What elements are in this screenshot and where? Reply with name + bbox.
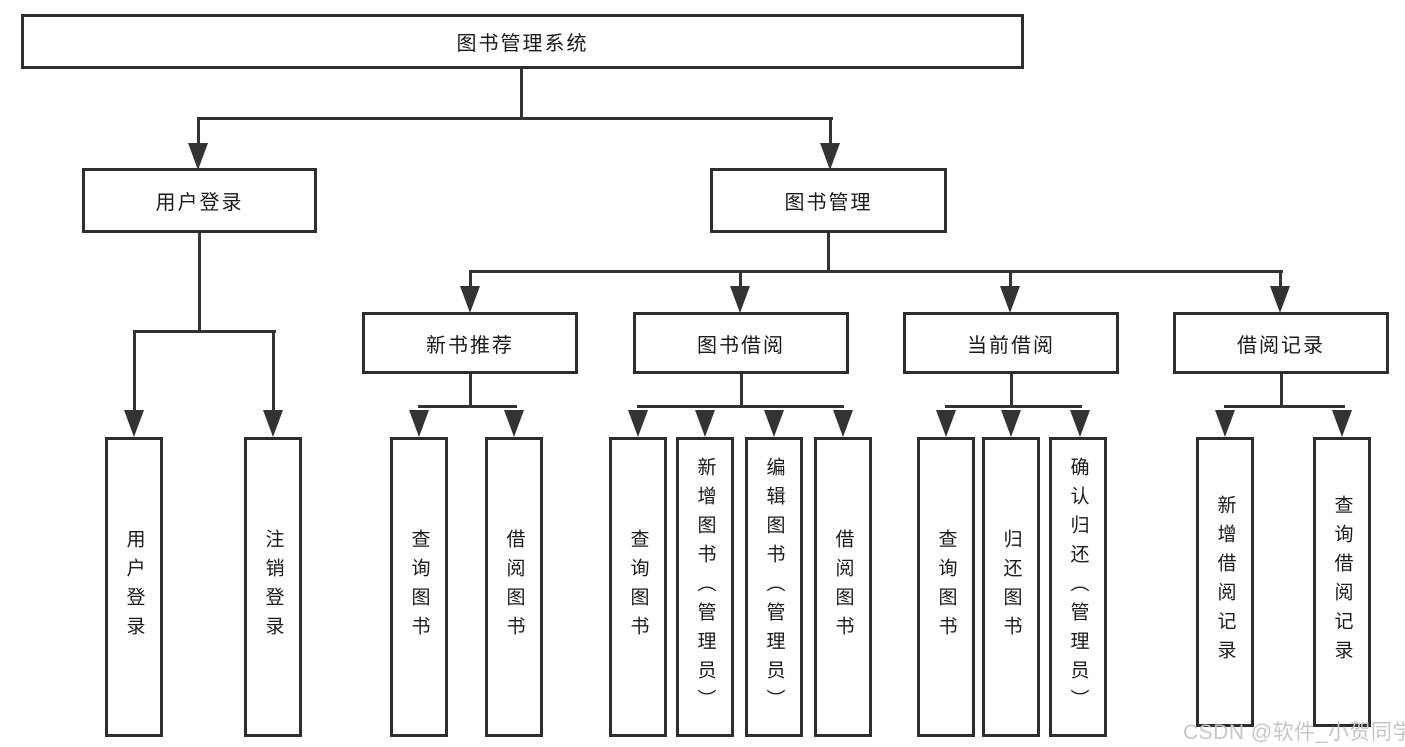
connector-line	[1279, 270, 1282, 290]
leaf-add-book-admin-label: 新增图书（管理员）	[694, 456, 716, 718]
connector-line	[133, 330, 136, 410]
leaf-user-login: 用户登录	[105, 437, 163, 737]
connector-line	[829, 117, 832, 147]
connector-line	[1010, 374, 1013, 408]
connector-line	[1280, 374, 1283, 408]
leaf-add-borrow-record-label: 新增借阅记录	[1214, 495, 1236, 669]
connector-line	[469, 270, 472, 290]
arrow-down-icon	[820, 143, 840, 170]
leaf-query-borrow-record-label: 查询借阅记录	[1331, 495, 1353, 669]
arrow-down-icon	[936, 410, 956, 437]
leaf-return-book-label: 归还图书	[1000, 529, 1022, 645]
leaf-query-borrow-record: 查询借阅记录	[1313, 437, 1371, 727]
node-user-login: 用户登录	[82, 168, 317, 233]
arrow-down-icon	[460, 286, 480, 313]
node-book-management-label: 图书管理	[784, 192, 873, 214]
leaf-borrow-book-recommend: 借阅图书	[485, 437, 543, 737]
arrow-down-icon	[764, 410, 784, 437]
arrow-down-icon	[124, 410, 144, 437]
leaf-confirm-return-admin-label: 确认归还（管理员）	[1067, 456, 1089, 718]
connector-line	[197, 117, 200, 147]
arrow-down-icon	[188, 143, 208, 170]
leaf-confirm-return-admin: 确认归还（管理员）	[1049, 437, 1107, 737]
arrow-down-icon	[1001, 410, 1021, 437]
connector-line	[1224, 405, 1345, 408]
node-current-borrow: 当前借阅	[903, 312, 1119, 374]
connector-line	[469, 374, 472, 408]
arrow-down-icon	[263, 410, 283, 437]
leaf-query-book-current: 查询图书	[917, 437, 975, 737]
connector-line	[520, 69, 523, 118]
leaf-user-login-label: 用户登录	[123, 529, 145, 645]
node-new-book-recommend-label: 新书推荐	[426, 334, 514, 357]
arrow-down-icon	[833, 410, 853, 437]
arrow-down-icon	[1332, 410, 1352, 437]
leaf-query-book-current-label: 查询图书	[935, 529, 957, 645]
node-root-label: 图书管理系统	[456, 33, 589, 55]
leaf-edit-book-admin-label: 编辑图书（管理员）	[763, 456, 785, 718]
csdn-watermark: CSDN @软件_小贺同学	[1183, 721, 1405, 744]
arrow-down-icon	[730, 286, 750, 313]
arrow-down-icon	[695, 410, 715, 437]
leaf-query-book-recommend-label: 查询图书	[408, 529, 430, 645]
node-new-book-recommend: 新书推荐	[362, 312, 578, 374]
connector-line	[272, 330, 275, 410]
connector-line	[197, 117, 833, 120]
node-current-borrow-label: 当前借阅	[967, 334, 1055, 357]
connector-line	[637, 405, 844, 408]
leaf-borrow-book: 借阅图书	[814, 437, 872, 737]
leaf-add-book-admin: 新增图书（管理员）	[676, 437, 734, 737]
leaf-logout-login-label: 注销登录	[262, 529, 284, 645]
node-root: 图书管理系统	[21, 14, 1024, 69]
node-book-borrow-label: 图书借阅	[697, 334, 785, 357]
arrow-down-icon	[1270, 286, 1290, 313]
node-borrow-records: 借阅记录	[1173, 312, 1389, 374]
leaf-logout-login: 注销登录	[244, 437, 302, 737]
leaf-borrow-book-label: 借阅图书	[832, 529, 854, 645]
leaf-add-borrow-record: 新增借阅记录	[1196, 437, 1254, 727]
connector-line	[418, 405, 517, 408]
arrow-down-icon	[628, 410, 648, 437]
arrow-down-icon	[1070, 410, 1090, 437]
connector-line	[827, 233, 830, 273]
leaf-query-book-recommend: 查询图书	[390, 437, 448, 737]
arrow-down-icon	[409, 410, 429, 437]
leaf-borrow-book-recommend-label: 借阅图书	[503, 529, 525, 645]
connector-line	[1009, 270, 1012, 290]
connector-line	[945, 405, 1082, 408]
arrow-down-icon	[1000, 286, 1020, 313]
connector-line	[198, 233, 201, 333]
arrow-down-icon	[1215, 410, 1235, 437]
node-user-login-label: 用户登录	[155, 192, 244, 214]
connector-line	[133, 330, 276, 333]
connector-line	[469, 270, 1283, 273]
leaf-return-book: 归还图书	[982, 437, 1040, 737]
leaf-query-book-borrow: 查询图书	[609, 437, 667, 737]
connector-line	[739, 270, 742, 290]
connector-line	[740, 374, 743, 408]
node-book-borrow: 图书借阅	[633, 312, 849, 374]
leaf-query-book-borrow-label: 查询图书	[627, 529, 649, 645]
leaf-edit-book-admin: 编辑图书（管理员）	[745, 437, 803, 737]
node-book-management: 图书管理	[710, 168, 947, 233]
arrow-down-icon	[504, 410, 524, 437]
node-borrow-records-label: 借阅记录	[1237, 334, 1325, 357]
